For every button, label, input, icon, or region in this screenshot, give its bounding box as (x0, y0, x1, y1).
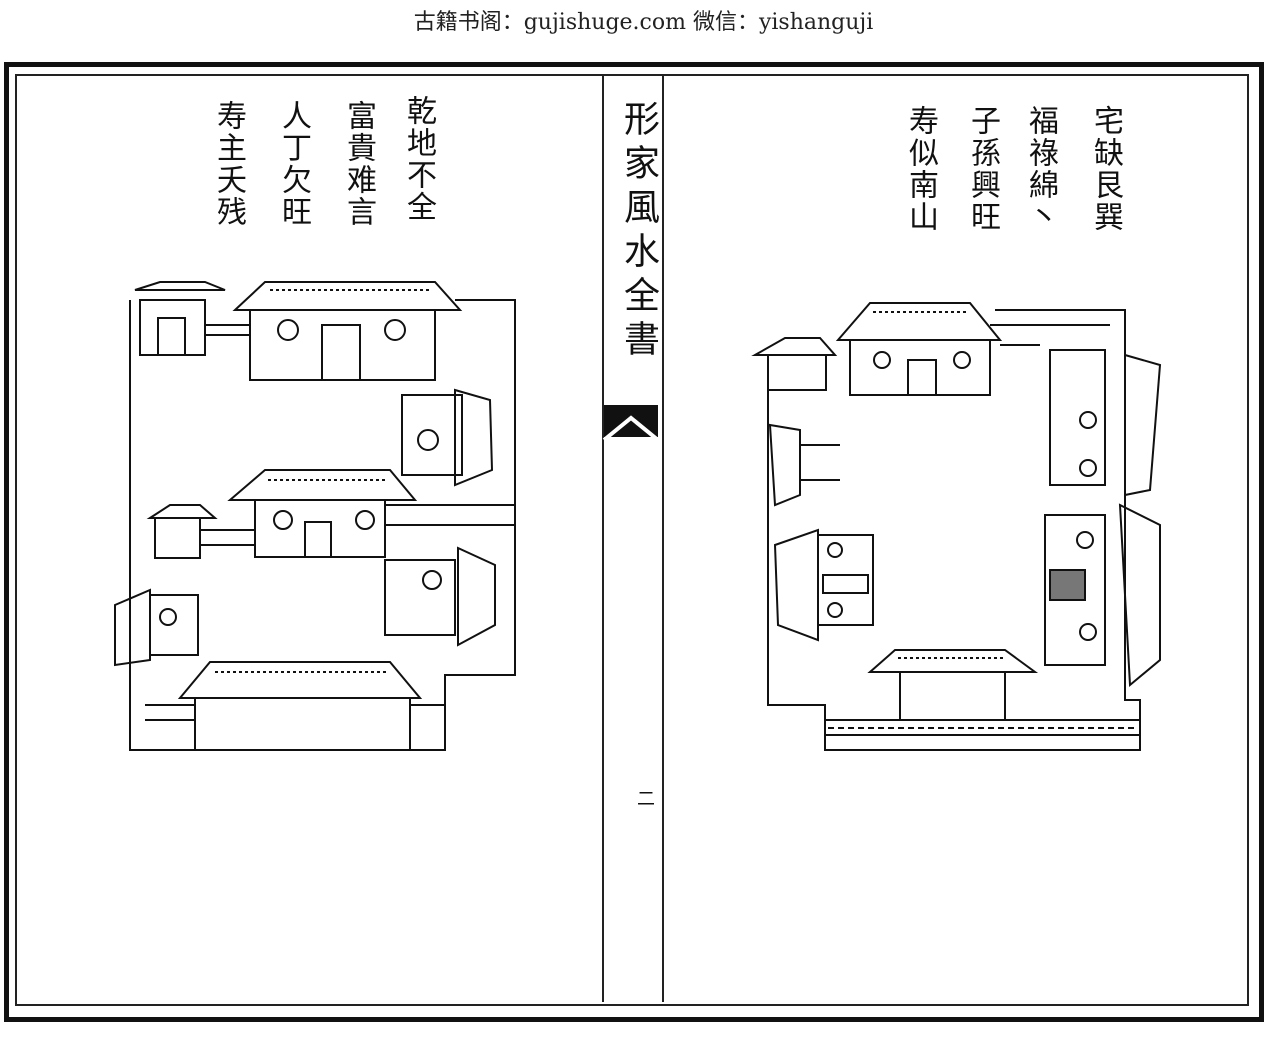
left-verse-line-3: 人丁欠旺 (276, 100, 311, 228)
page-frame-inner (15, 74, 1249, 1006)
left-verse-line-4: 寿主夭残 (211, 100, 246, 228)
right-verse-line-2: 福祿綿丶 (1023, 105, 1058, 233)
house-plan-right (751, 302, 1162, 751)
book-spine (602, 76, 664, 1002)
house-plan-left (114, 281, 516, 751)
right-verse-line-3: 子孫興旺 (965, 105, 1000, 233)
watermark-header: 古籍书阁：gujishuge.com 微信：yishanguji (413, 10, 874, 35)
right-verse-line-1: 宅缺艮巽 (1088, 105, 1123, 233)
page-number: 二 (637, 789, 655, 810)
page-frame-outer (4, 62, 1264, 1022)
left-verse-line-1: 乾地不全 (401, 95, 436, 223)
fishtail-mark (602, 405, 660, 442)
book-title: 形家風水全書 (618, 100, 659, 364)
right-verse-line-4: 寿似南山 (903, 105, 938, 233)
left-verse-line-2: 富貴难言 (341, 100, 376, 228)
